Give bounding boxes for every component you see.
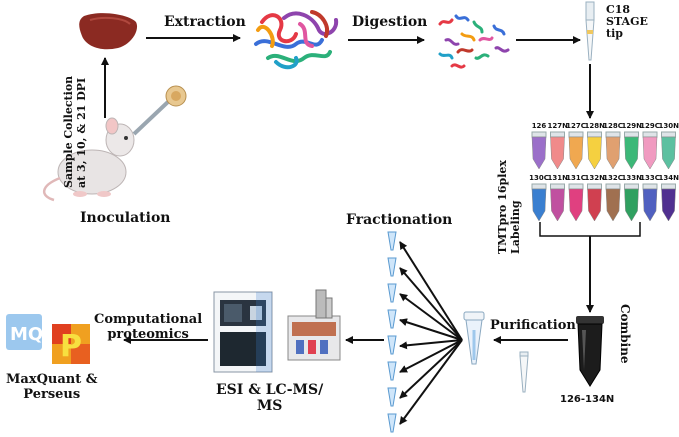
maxquant-logo: MQ <box>6 314 43 350</box>
computational-line2: proteomics <box>107 327 189 342</box>
fraction-tube-4 <box>387 335 397 355</box>
esi-line1: ESI & LC-MS/ <box>216 382 324 398</box>
mq-logo-text: MQ <box>10 324 43 345</box>
combine-label: Combine <box>618 304 632 364</box>
sample-collection-line2: at 3, 10, & 21 DPI <box>75 77 88 188</box>
esi-line2: MS <box>256 398 283 414</box>
tmt-row1-label-4: 128C <box>603 122 623 130</box>
tmt-row1-tube-1 <box>550 131 565 170</box>
tmt-row1-label-0: 126 <box>531 122 547 130</box>
tmt-row2-label-5: 133N <box>621 174 642 182</box>
c18-label-line3: tip <box>606 27 623 40</box>
tmt-row2-label-1: 131N <box>547 174 568 182</box>
tmt-row2-tube-1 <box>550 183 565 222</box>
tmt-row1-label-2: 127C <box>566 122 586 130</box>
mouse-icon <box>43 117 135 202</box>
tmt-row1-label-6: 129C <box>640 122 660 130</box>
tmt-row2-tube-2 <box>568 183 584 222</box>
tmt-line2: Labeling <box>509 200 522 254</box>
esi-lcms-label: ESI & LC-MS/ MS <box>216 382 323 414</box>
syringe-icon <box>132 85 187 136</box>
fraction-tube-6 <box>387 387 397 407</box>
tmt-row1-tube-3 <box>587 131 602 170</box>
tmt-row1-tube-2 <box>568 131 584 170</box>
combine-bracket <box>539 222 641 237</box>
tmt-row2-label-3: 132N <box>584 174 605 182</box>
protein-extract-icon <box>254 10 339 70</box>
fraction-tube-2 <box>387 283 397 303</box>
tmt-row1-label-7: 130N <box>658 122 679 130</box>
tmt-row2-tube-6 <box>642 183 658 222</box>
c18-stage-tip-icon <box>585 1 595 61</box>
mass-spectrometer-icon <box>213 291 273 373</box>
fan-arrow-6 <box>399 339 463 399</box>
fan-arrow-0 <box>399 241 463 341</box>
fraction-tube-0 <box>387 231 397 251</box>
tmt-row2-label-7: 134N <box>658 174 679 182</box>
c18-label-line2: STAGE <box>606 15 648 28</box>
tmt-row2-tube-5 <box>624 183 639 222</box>
tmt-row1-tube-6 <box>642 131 658 170</box>
tmt-tubes <box>531 131 676 222</box>
tmt-row1-tube-7 <box>661 131 676 170</box>
software-line2: Perseus <box>23 387 81 402</box>
fractionation-arrows <box>399 241 463 425</box>
p-logo-text: P <box>60 329 82 364</box>
peptides-icon <box>438 14 510 69</box>
fan-arrow-7 <box>399 339 463 425</box>
purification-tip-icon <box>463 311 529 393</box>
perseus-logo: P <box>52 324 90 364</box>
pooled-tube-icon <box>576 316 604 387</box>
c18-label: C18 STAGE tip <box>606 3 648 40</box>
computational-label: Computational proteomics <box>94 312 202 342</box>
tmt-row1-label-5: 129N <box>621 122 642 130</box>
software-label: MaxQuant & Perseus <box>6 372 97 402</box>
tmt-row2-label-4: 132C <box>603 174 623 182</box>
tmt-row2-tube-4 <box>605 183 621 222</box>
tmt-row1-tube-5 <box>624 131 639 170</box>
tmt-row2-tube-3 <box>587 183 602 222</box>
fraction-tube-3 <box>387 309 397 329</box>
tmt-labeling-label: TMTpro 16plex Labeling <box>496 160 522 254</box>
lc-system-icon <box>287 289 341 361</box>
tmt-line1: TMTpro 16plex <box>496 160 509 254</box>
c18-label-line1: C18 <box>606 3 631 16</box>
purification-label: Purification <box>490 318 576 333</box>
tmt-row1-label-3: 128N <box>584 122 605 130</box>
pooled-label: 126-134N <box>560 394 615 405</box>
fraction-tubes <box>387 231 397 433</box>
tissue-sample-icon <box>79 13 138 50</box>
tmt-row1-tube-0 <box>531 131 547 170</box>
tmt-row1-label-1: 127N <box>547 122 568 130</box>
fractionation-label: Fractionation <box>346 212 453 228</box>
tmt-row2-label-2: 131C <box>566 174 586 182</box>
inoculation-label: Inoculation <box>80 210 171 226</box>
fraction-tube-1 <box>387 257 397 277</box>
tmt-row2-label-6: 133C <box>640 174 660 182</box>
tmt-row2-label-0: 130C <box>529 174 549 182</box>
extraction-label: Extraction <box>164 14 246 30</box>
fan-arrow-4 <box>399 339 463 350</box>
computational-line1: Computational <box>94 312 203 327</box>
fan-arrow-1 <box>399 267 463 341</box>
fan-arrow-2 <box>399 293 463 341</box>
software-line1: MaxQuant & <box>6 372 98 387</box>
tmt-row1-tube-4 <box>605 131 621 170</box>
fan-arrow-5 <box>399 339 463 373</box>
digestion-label: Digestion <box>352 14 428 30</box>
fan-arrow-3 <box>399 318 463 341</box>
fraction-tube-7 <box>387 413 397 433</box>
sample-collection-label: Sample Collection at 3, 10, & 21 DPI <box>62 76 88 188</box>
fraction-tube-5 <box>387 361 397 381</box>
tmt-row2-tube-7 <box>661 183 676 222</box>
sample-collection-line1: Sample Collection <box>62 75 75 188</box>
tmt-row2-tube-0 <box>531 183 547 222</box>
